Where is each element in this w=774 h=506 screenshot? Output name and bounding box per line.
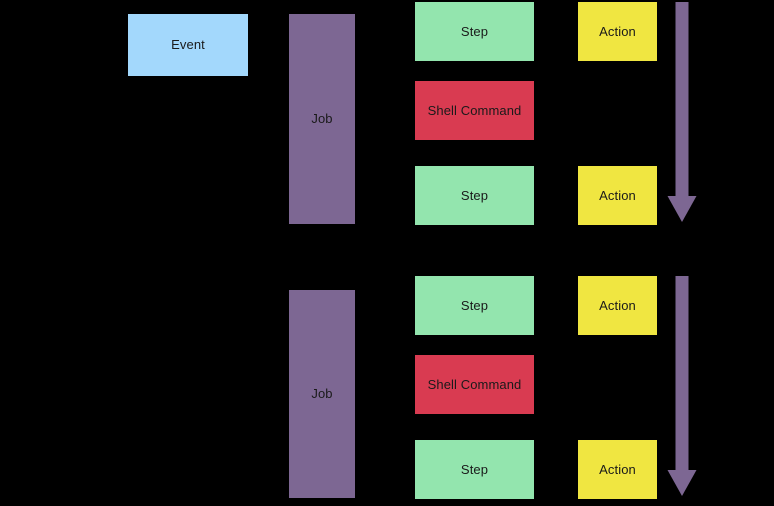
node-label: Step — [460, 23, 489, 39]
node-label: Event — [171, 37, 205, 53]
node-job[interactable]: Job — [289, 14, 355, 224]
node-step[interactable]: Step — [415, 276, 534, 335]
node-label: Action — [599, 187, 636, 203]
node-action[interactable]: Action — [578, 440, 657, 499]
node-shell-command[interactable]: Shell Command — [415, 81, 534, 140]
node-shell-command[interactable]: Shell Command — [415, 355, 534, 414]
node-label: Action — [599, 461, 636, 477]
node-label: Job — [311, 386, 333, 402]
node-step[interactable]: Step — [415, 166, 534, 225]
node-label: Step — [460, 461, 489, 477]
node-step[interactable]: Step — [415, 440, 534, 499]
node-label: Step — [460, 187, 489, 203]
node-label: Job — [311, 111, 333, 127]
down-arrow-icon — [666, 2, 698, 222]
node-job[interactable]: Job — [289, 290, 355, 498]
down-arrow-icon — [666, 276, 698, 496]
node-label: Shell Command — [427, 102, 522, 118]
node-label: Action — [599, 23, 636, 39]
node-action[interactable]: Action — [578, 2, 657, 61]
node-action[interactable]: Action — [578, 276, 657, 335]
node-label: Shell Command — [427, 376, 522, 392]
node-step[interactable]: Step — [415, 2, 534, 61]
node-label: Action — [599, 297, 636, 313]
node-label: Step — [460, 297, 489, 313]
node-action[interactable]: Action — [578, 166, 657, 225]
node-event[interactable]: Event — [128, 14, 248, 76]
